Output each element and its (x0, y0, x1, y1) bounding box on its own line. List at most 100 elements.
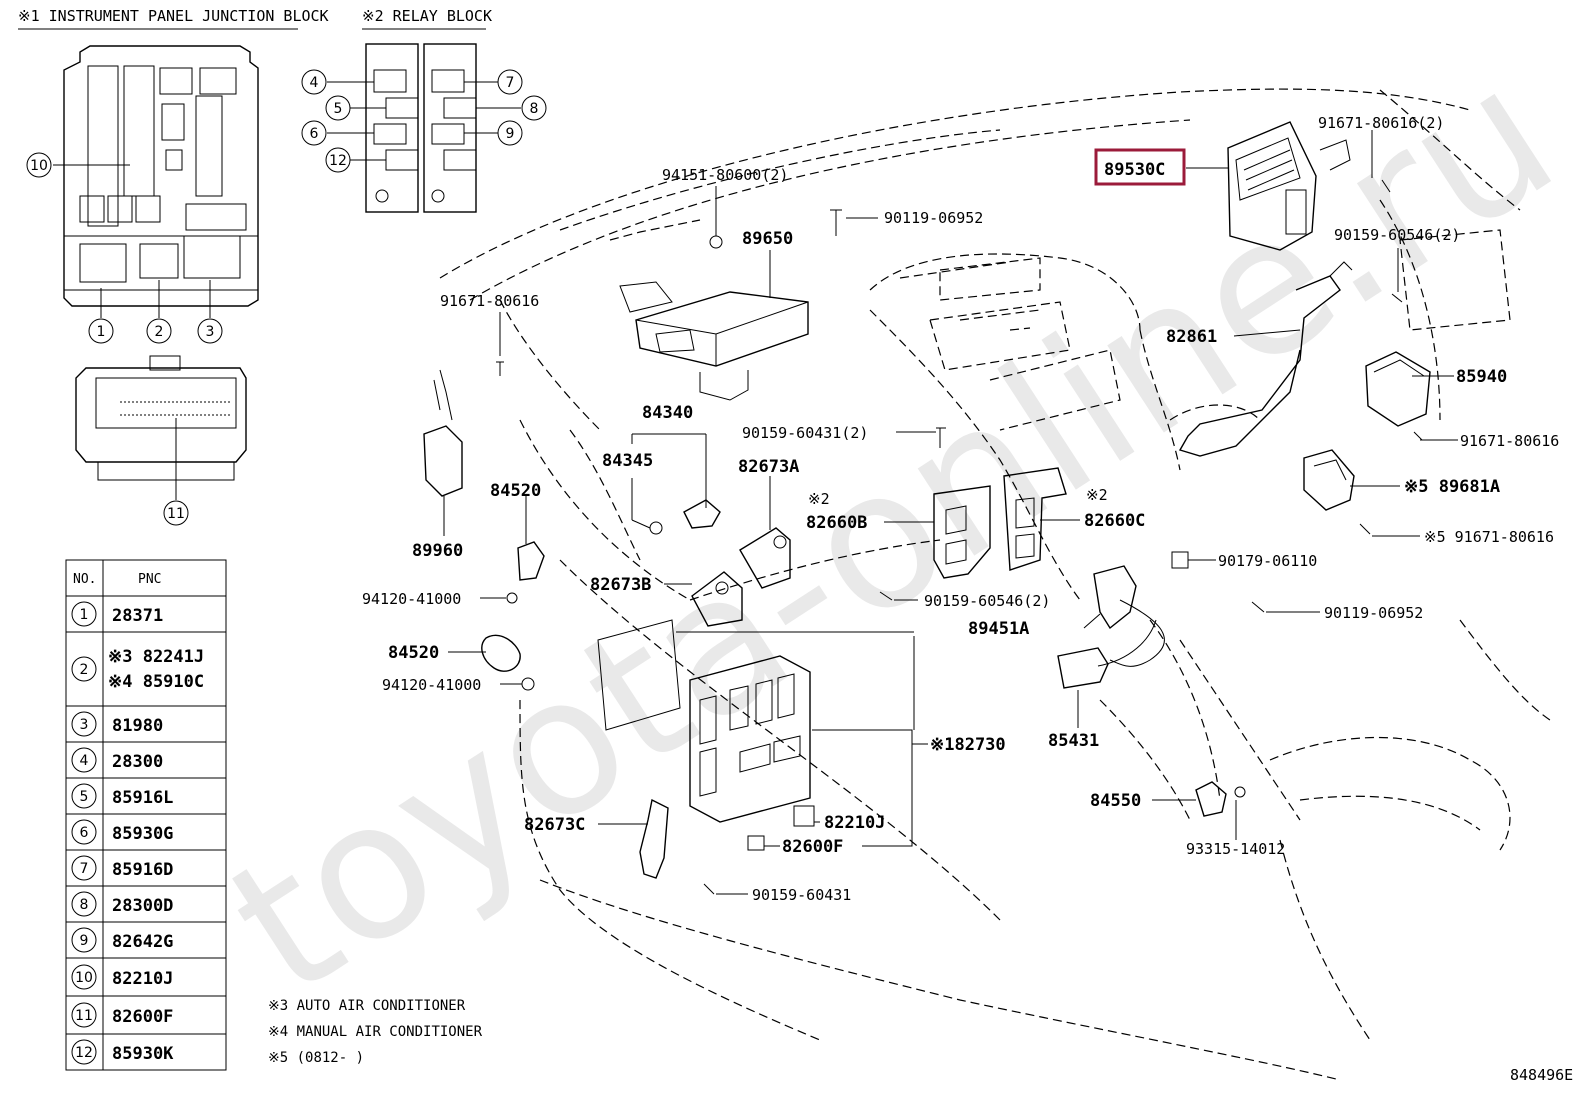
part-89650[interactable]: 89650 (742, 229, 793, 249)
part-91671-80616-left[interactable]: 91671-80616 (440, 292, 539, 310)
row-no: 9 (80, 933, 89, 949)
part-82660C-note: ※2 (1086, 486, 1108, 504)
part-94151-80600-2[interactable]: 94151-80600(2) (662, 166, 788, 184)
callout-5: 5 (325, 95, 351, 121)
part-82861[interactable]: 82861 (1166, 327, 1217, 347)
part-85431[interactable]: 85431 (1048, 731, 1099, 751)
callout-9: 9 (497, 120, 523, 146)
row-pnc: 85916D (112, 860, 173, 880)
motor-85431-drawing (1057, 619, 1157, 689)
row-no: 2 (80, 662, 89, 678)
table-row: 11 82600F (71, 1002, 173, 1028)
callout-1: 1 (88, 318, 114, 344)
part-90159-60546-2-upper[interactable]: 90159-60546(2) (1334, 226, 1460, 244)
junction-block-leaders (53, 164, 211, 500)
junction-block-82730-drawing (689, 655, 815, 851)
row-pnc: ※3 82241J (108, 647, 204, 667)
table-row: 7 85916D (71, 855, 173, 881)
sensor-89681A-drawing (1303, 449, 1355, 511)
part-90159-60431[interactable]: 90159-60431 (752, 886, 851, 904)
row-no: 5 (80, 789, 89, 805)
callout-10-label: 10 (30, 158, 48, 174)
pnc-table: NO. PNC (65, 559, 227, 1071)
part-90159-60431-2[interactable]: 90159-60431(2) (742, 424, 868, 442)
part-84345[interactable]: 84345 (602, 451, 653, 471)
part-90159-60546-2-lower[interactable]: 90159-60546(2) (924, 592, 1050, 610)
row-no: 1 (80, 607, 89, 623)
callout-3-label: 3 (206, 324, 215, 340)
row-pnc: 82642G (112, 932, 173, 952)
part-89451A[interactable]: 89451A (968, 619, 1029, 639)
row-no: 6 (80, 825, 89, 841)
table-row: 4 28300 (71, 747, 163, 773)
bracket-82861-drawing (1178, 261, 1353, 457)
table-row: 8 28300D (71, 891, 173, 917)
callout-9-label: 9 (506, 126, 515, 142)
part-84520-lower[interactable]: 84520 (388, 643, 439, 663)
callout-8-label: 8 (530, 101, 539, 117)
part-82673B[interactable]: 82673B (590, 575, 651, 595)
part-89960[interactable]: 89960 (412, 541, 463, 561)
row-pnc: 28300D (112, 896, 173, 916)
part-82660B[interactable]: 82660B (806, 513, 867, 533)
row-pnc: 28300 (112, 752, 163, 772)
part-91671-80616-2[interactable]: 91671-80616(2) (1318, 114, 1444, 132)
part-94120-41000-lower[interactable]: 94120-41000 (382, 676, 481, 694)
row-pnc: 85916L (112, 788, 173, 808)
part-84340[interactable]: 84340 (642, 403, 693, 423)
part-94120-41000-upper[interactable]: 94120-41000 (362, 590, 461, 608)
part-93315-14012[interactable]: 93315-14012 (1186, 840, 1285, 858)
callout-6: 6 (301, 120, 327, 146)
row-no: 8 (80, 897, 89, 913)
highlight-89530C-box (1094, 148, 1186, 186)
callout-3: 3 (197, 318, 223, 344)
callout-7: 7 (497, 69, 523, 95)
part-82660C[interactable]: 82660C (1084, 511, 1145, 531)
row-no: 11 (75, 1008, 93, 1024)
row-pnc: 28371 (112, 606, 163, 626)
part-82673A[interactable]: 82673A (738, 457, 799, 477)
part-84520-upper[interactable]: 84520 (490, 481, 541, 501)
junction-block-heading: ※1 INSTRUMENT PANEL JUNCTION BLOCK (18, 7, 329, 25)
row-pnc: 85930K (112, 1044, 174, 1064)
part-84550[interactable]: 84550 (1090, 791, 1141, 811)
row-pnc-alt: ※4 85910C (108, 672, 204, 692)
module-89960-drawing (423, 369, 463, 497)
part-85940[interactable]: 85940 (1456, 367, 1507, 387)
callout-10: 10 (26, 152, 52, 178)
bracket-82673B-drawing (691, 571, 743, 627)
sensor-89451A-drawing (1093, 565, 1165, 667)
part-82210J[interactable]: 82210J (824, 813, 885, 833)
part-91671-80616-note5[interactable]: ※5 91671-80616 (1424, 528, 1554, 546)
part-90119-06952[interactable]: 90119-06952 (884, 209, 983, 227)
part-90119-06952-right[interactable]: 90119-06952 (1324, 604, 1423, 622)
callout-1-label: 1 (97, 324, 106, 340)
part-91671-80616-right[interactable]: 91671-80616 (1460, 432, 1559, 450)
part-89530C[interactable]: 89530C (1104, 160, 1165, 180)
part-82673C[interactable]: 82673C (524, 815, 585, 835)
callout-11-label: 11 (167, 506, 185, 522)
row-pnc: 85930G (112, 824, 173, 844)
part-90179-06110[interactable]: 90179-06110 (1218, 552, 1317, 570)
sensor-84550-drawing (1195, 781, 1246, 817)
row-pnc: 82600F (112, 1007, 173, 1027)
row-no: 12 (75, 1045, 93, 1061)
part-82660B-note: ※2 (808, 490, 830, 508)
callout-7-label: 7 (506, 75, 515, 91)
part-89681A[interactable]: ※5 89681A (1404, 477, 1500, 497)
row-no: 4 (80, 753, 89, 769)
row-no: 3 (80, 717, 89, 733)
relay-leaders (327, 81, 521, 161)
table-header-no: NO. (73, 572, 96, 587)
callout-4: 4 (301, 69, 327, 95)
diagram-code: 848496E (1510, 1066, 1573, 1084)
note-date-range: ※5 (0812- ) (268, 1050, 364, 1066)
table-row: 5 85916L (71, 783, 173, 809)
part-82730[interactable]: ※182730 (930, 735, 1006, 755)
watermark: toyota-online.ru (194, 24, 1590, 1038)
table-row: 3 81980 (71, 711, 163, 737)
part-82600F[interactable]: 82600F (782, 837, 843, 857)
table-row: 1 28371 (71, 601, 163, 627)
row-pnc: 81980 (112, 716, 163, 736)
table-header-pnc: PNC (138, 572, 161, 587)
